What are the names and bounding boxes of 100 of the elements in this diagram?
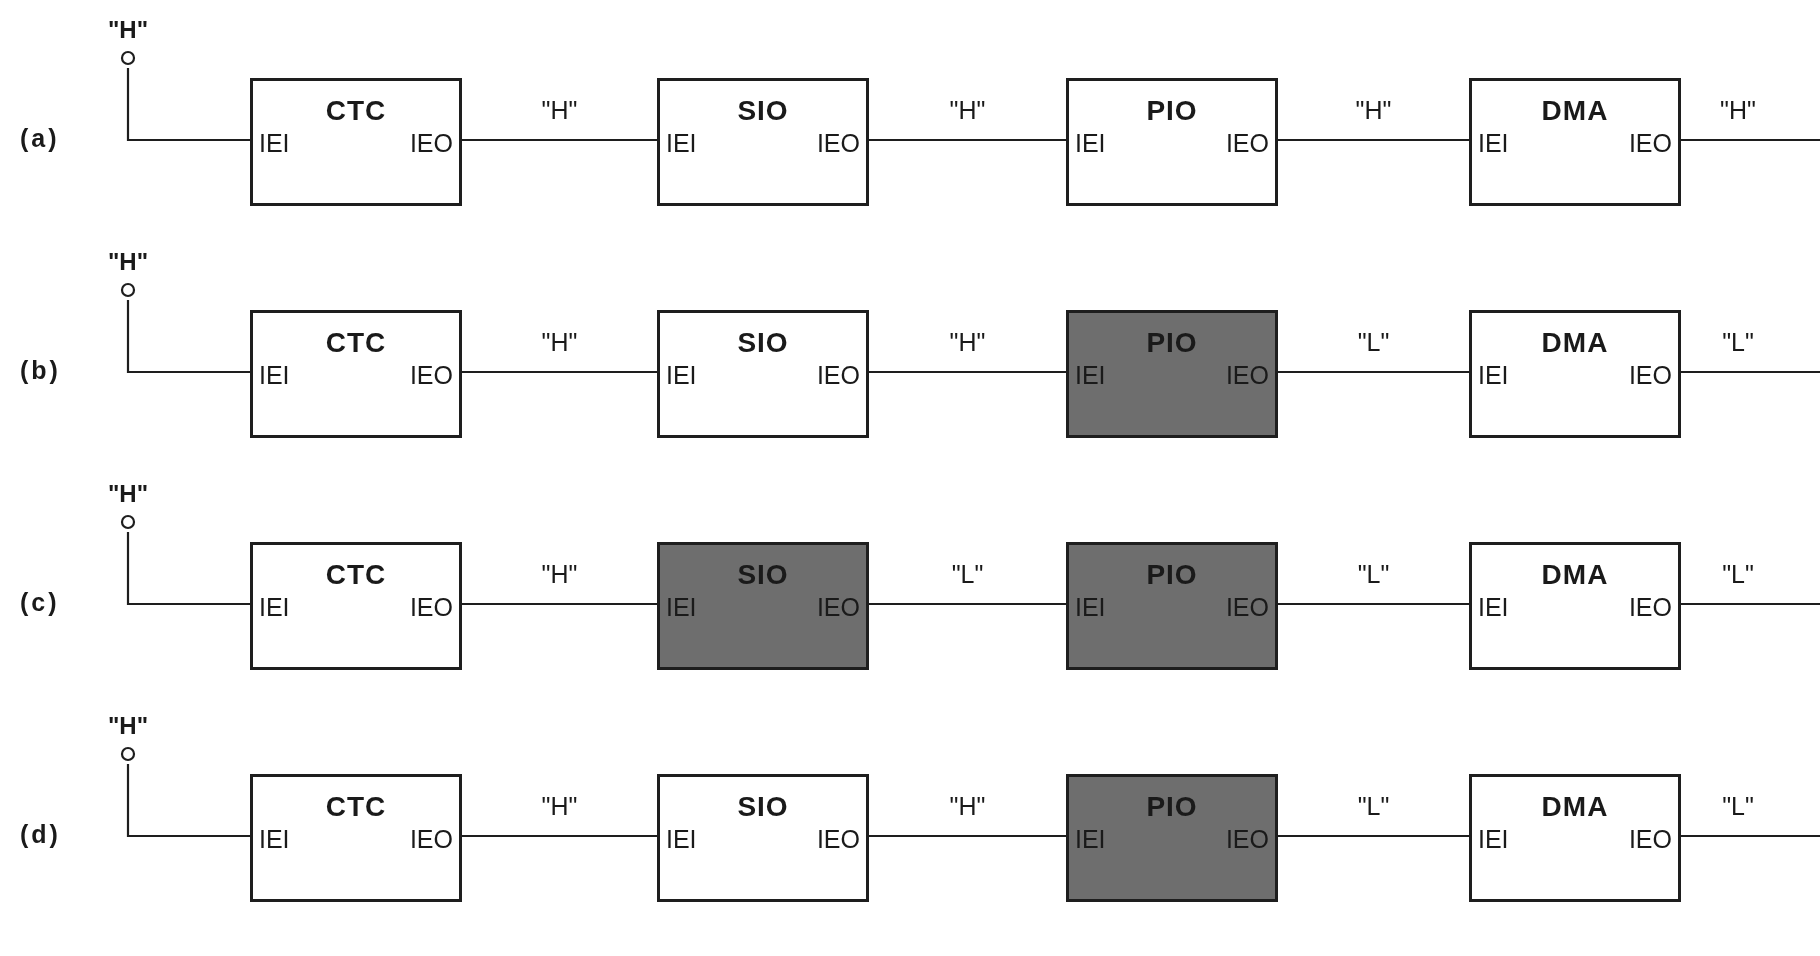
edge-label: "L" — [1357, 560, 1390, 589]
pin-label: IEO — [1628, 129, 1672, 158]
connector-line — [126, 68, 250, 142]
connector-line — [1681, 602, 1820, 606]
pin-label: IEO — [409, 825, 453, 854]
chip-name: PIO — [1145, 327, 1199, 359]
chip-name: CTC — [324, 791, 388, 823]
chip-box — [250, 542, 462, 670]
chip-name: SIO — [736, 791, 790, 823]
row-label: (c) — [20, 588, 60, 617]
chip-name: SIO — [736, 327, 790, 359]
connector-line — [869, 602, 1066, 606]
pin-label: IEI — [666, 129, 697, 158]
pin-label: IEI — [666, 825, 697, 854]
connector-line — [126, 764, 250, 838]
chip-name: DMA — [1540, 559, 1610, 591]
connector-line — [462, 602, 657, 606]
chip-name: PIO — [1145, 559, 1199, 591]
edge-label: "H" — [1720, 96, 1756, 125]
connector-line — [462, 138, 657, 142]
row-label: (b) — [20, 356, 61, 385]
connector-line — [869, 138, 1066, 142]
connector-line — [126, 300, 250, 374]
chip-name: SIO — [736, 559, 790, 591]
pin-label: IEO — [816, 825, 860, 854]
chip-name: CTC — [324, 327, 388, 359]
edge-label: "H" — [541, 560, 578, 589]
pin-label: IEO — [1225, 825, 1269, 854]
chip-name: CTC — [324, 95, 388, 127]
pin-label: IEI — [666, 361, 697, 390]
edge-label: "L" — [1722, 328, 1754, 357]
connector-line — [462, 834, 657, 838]
chip-box — [1066, 774, 1278, 902]
signal-label: "H" — [107, 714, 149, 738]
chip-box — [1066, 78, 1278, 206]
chip-name: CTC — [324, 559, 388, 591]
pin-label: IEO — [1225, 129, 1269, 158]
pin-label: IEI — [259, 129, 290, 158]
edge-label: "H" — [1355, 96, 1392, 125]
chip-name: DMA — [1540, 791, 1610, 823]
chip-box — [1469, 310, 1681, 438]
chip-box — [250, 310, 462, 438]
chip-box — [657, 774, 869, 902]
edge-label: "L" — [1722, 792, 1754, 821]
pin-label: IEI — [1075, 825, 1106, 854]
chip-box — [1469, 78, 1681, 206]
edge-label: "H" — [541, 328, 578, 357]
pin-label: IEI — [666, 593, 697, 622]
pin-label: IEI — [1075, 593, 1106, 622]
chip-box — [657, 78, 869, 206]
pin-label: IEO — [1628, 361, 1672, 390]
edge-label: "L" — [1357, 792, 1390, 821]
signal-label: "H" — [107, 482, 149, 506]
pin-label: IEO — [816, 129, 860, 158]
edge-label: "H" — [949, 792, 986, 821]
pin-label: IEI — [259, 825, 290, 854]
chip-box — [1469, 774, 1681, 902]
pin-label: IEO — [1628, 825, 1672, 854]
connector-line — [1278, 370, 1469, 374]
edge-label: "H" — [541, 792, 578, 821]
pin-label: IEI — [259, 361, 290, 390]
pin-label: IEI — [1478, 593, 1509, 622]
row-label: (a) — [20, 124, 60, 153]
connector-line — [1681, 370, 1820, 374]
edge-label: "L" — [1722, 560, 1754, 589]
edge-label: "L" — [951, 560, 984, 589]
edge-label: "H" — [949, 96, 986, 125]
connector-line — [1681, 834, 1820, 838]
chip-box — [657, 310, 869, 438]
connector-line — [869, 370, 1066, 374]
row-label: (d) — [20, 820, 61, 849]
signal-label: "H" — [107, 18, 149, 42]
chip-box — [1066, 310, 1278, 438]
pin-label: IEI — [1075, 361, 1106, 390]
pin-label: IEO — [409, 361, 453, 390]
chip-box — [1469, 542, 1681, 670]
edge-label: "L" — [1357, 328, 1390, 357]
edge-label: "H" — [949, 328, 986, 357]
chip-box — [1066, 542, 1278, 670]
connector-line — [126, 532, 250, 606]
chip-name: DMA — [1540, 95, 1610, 127]
chip-box — [657, 542, 869, 670]
connector-line — [1681, 138, 1820, 142]
chip-name: SIO — [736, 95, 790, 127]
connector-line — [1278, 834, 1469, 838]
edge-label: "H" — [541, 96, 578, 125]
chip-name: DMA — [1540, 327, 1610, 359]
pin-label: IEO — [1628, 593, 1672, 622]
pin-label: IEO — [816, 593, 860, 622]
pin-label: IEO — [1225, 593, 1269, 622]
connector-line — [462, 370, 657, 374]
pin-label: IEI — [1478, 825, 1509, 854]
pin-label: IEI — [259, 593, 290, 622]
pin-label: IEO — [816, 361, 860, 390]
connector-line — [869, 834, 1066, 838]
pin-label: IEO — [409, 129, 453, 158]
pin-label: IEI — [1478, 361, 1509, 390]
pin-label: IEI — [1075, 129, 1106, 158]
pin-label: IEI — [1478, 129, 1509, 158]
connector-line — [1278, 602, 1469, 606]
